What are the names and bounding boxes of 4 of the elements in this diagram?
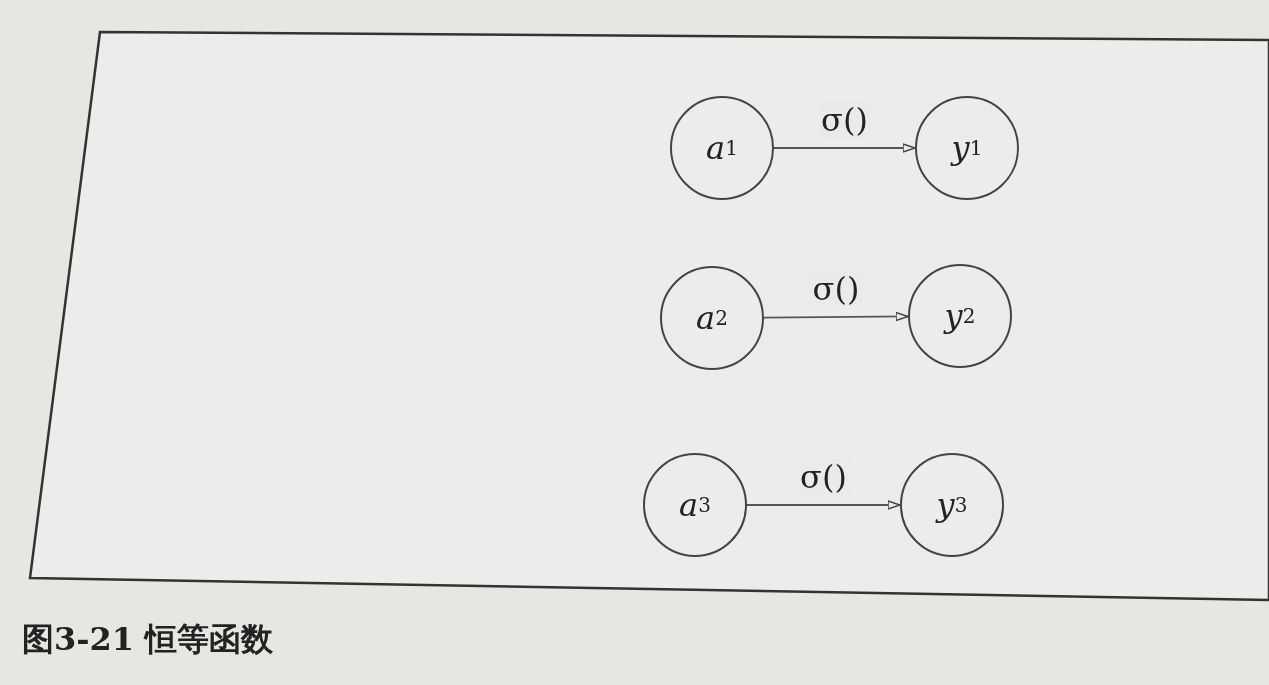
arrow xyxy=(773,143,916,153)
figure-caption: 图3-21 恒等函数 xyxy=(22,619,274,660)
arrow xyxy=(746,500,901,510)
arrow xyxy=(763,311,909,322)
